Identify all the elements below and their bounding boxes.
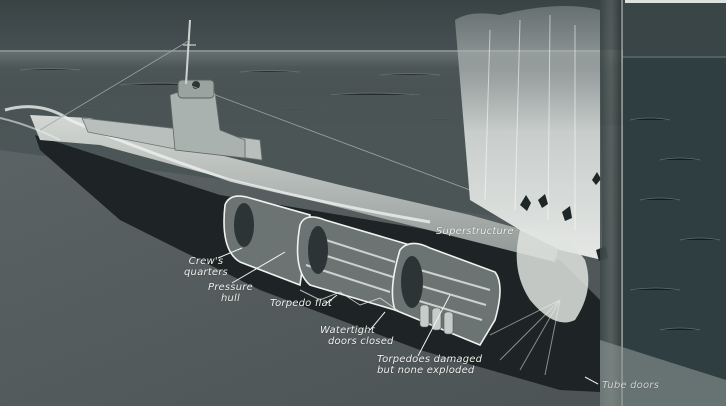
page-fold <box>600 0 622 406</box>
label-pressure-hull: Pressure hull <box>208 282 253 304</box>
label-pressure-hull-line1: Pressure <box>208 282 253 293</box>
bow-blast <box>516 229 589 323</box>
label-superstructure-line1: Superstructure <box>436 226 514 237</box>
label-torpedoes-damaged-line2: but none exploded <box>377 365 475 376</box>
explosion-spray <box>455 6 602 260</box>
label-torpedoes-damaged-line1: Torpedoes damaged <box>377 354 483 365</box>
periscope-mast <box>185 19 191 85</box>
label-watertight-doors: Watertight doors closed <box>320 325 394 347</box>
label-tube-doors: Tube doors <box>602 380 659 391</box>
label-crews-quarters: Crew's quarters <box>184 256 228 278</box>
label-torpedo-flat-line1: Torpedo flat <box>270 298 332 309</box>
label-tube-doors-line1: Tube doors <box>602 380 660 391</box>
label-watertight-doors-line2: doors closed <box>328 336 394 347</box>
right-page <box>623 0 726 406</box>
submarine-deck <box>30 115 560 262</box>
label-pressure-hull-line2: hull <box>220 293 240 304</box>
label-crews-quarters-line1: Crew's <box>188 256 224 267</box>
label-watertight-doors-line1: Watertight <box>320 325 375 336</box>
label-crews-quarters-line2: quarters <box>184 267 228 278</box>
label-torpedoes-damaged: Torpedoes damaged but none exploded <box>377 354 482 376</box>
label-superstructure: Superstructure <box>436 226 514 237</box>
label-torpedo-flat: Torpedo flat <box>270 298 332 309</box>
